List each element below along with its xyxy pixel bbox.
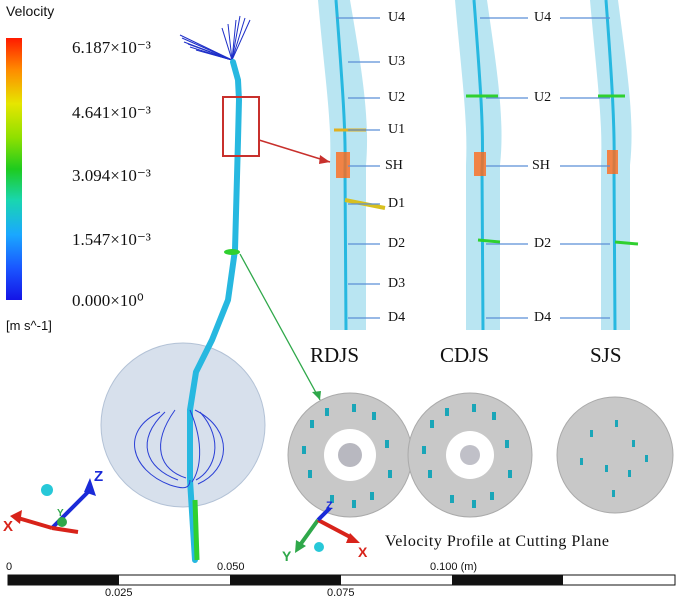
- rdjs-panel: [318, 0, 386, 331]
- cdjs-label-sh: SH: [532, 158, 550, 173]
- legend-tick-min: 0.000×10⁰: [72, 291, 144, 310]
- rdjs-title: RDJS: [310, 343, 360, 367]
- axis-z-right: Z: [326, 500, 333, 512]
- sjs-station-arrows: [560, 17, 610, 319]
- cdjs-station-arrows: [480, 17, 528, 319]
- tube-streamline: [187, 59, 243, 563]
- scale-label-050: 0.050: [217, 561, 245, 573]
- zoom-line-green: [239, 253, 321, 401]
- legend-unit: [m s^-1]: [6, 318, 52, 333]
- scale-bar: [7, 574, 676, 586]
- outlet-segment: [192, 499, 200, 561]
- cdjs-panel: [455, 0, 502, 331]
- scale-label-0: 0: [6, 561, 13, 573]
- rdjs-label-sh: SH: [385, 158, 403, 173]
- legend-tick-2: 4.641×10⁻³: [72, 103, 151, 122]
- legend-tick-4: 1.547×10⁻³: [72, 230, 151, 249]
- rdjs-label-u3: U3: [388, 54, 406, 69]
- rdjs-station-arrows: [336, 17, 380, 319]
- cdjs-label-u4: U4: [534, 10, 552, 25]
- axis-y-right: Y: [282, 548, 292, 564]
- axis-z-left: Z: [94, 468, 104, 485]
- rdjs-label-u1: U1: [388, 122, 406, 137]
- cdjs-label-d4: D4: [534, 310, 552, 325]
- axis-y-left: Y: [57, 508, 64, 519]
- velocity-colorbar: [6, 38, 22, 300]
- sphere-model: [100, 342, 266, 508]
- cutting-plane-marker: [224, 249, 240, 255]
- axis-x-right: X: [358, 544, 368, 560]
- cdjs-label-d2: D2: [534, 236, 552, 251]
- rdjs-label-d4: D4: [388, 310, 406, 325]
- cdjs-title: CDJS: [440, 343, 490, 367]
- scale-label-025: 0.025: [105, 587, 133, 599]
- rdjs-label-u2: U2: [388, 90, 406, 105]
- rdjs-label-u4: U4: [388, 10, 406, 25]
- cutting-plane-caption: Velocity Profile at Cutting Plane: [385, 533, 610, 550]
- axes-triad-right: [295, 506, 360, 553]
- rdjs-disc: [287, 392, 413, 518]
- rdjs-label-d1: D1: [388, 196, 406, 211]
- legend-tick-max: 6.187×10⁻³: [72, 38, 151, 57]
- cdjs-label-u2: U2: [534, 90, 552, 105]
- legend-title: Velocity: [6, 3, 55, 19]
- sjs-title: SJS: [590, 343, 622, 367]
- zoom-line-red: [258, 139, 331, 163]
- highlight-box: [222, 96, 260, 157]
- axis-x-left: X: [3, 518, 14, 535]
- inner-loops: [134, 409, 224, 489]
- sjs-disc: [556, 396, 674, 514]
- legend-tick-3: 3.094×10⁻³: [72, 166, 151, 185]
- cdjs-disc: [407, 392, 533, 518]
- sjs-panel: [590, 0, 639, 331]
- scale-label-075: 0.075: [327, 587, 355, 599]
- axes-triad-left: [10, 478, 96, 534]
- rdjs-label-d2: D2: [388, 236, 406, 251]
- scale-label-100: 0.100 (m): [430, 561, 478, 573]
- inlet-fan: [179, 15, 251, 61]
- rdjs-label-d3: D3: [388, 276, 406, 291]
